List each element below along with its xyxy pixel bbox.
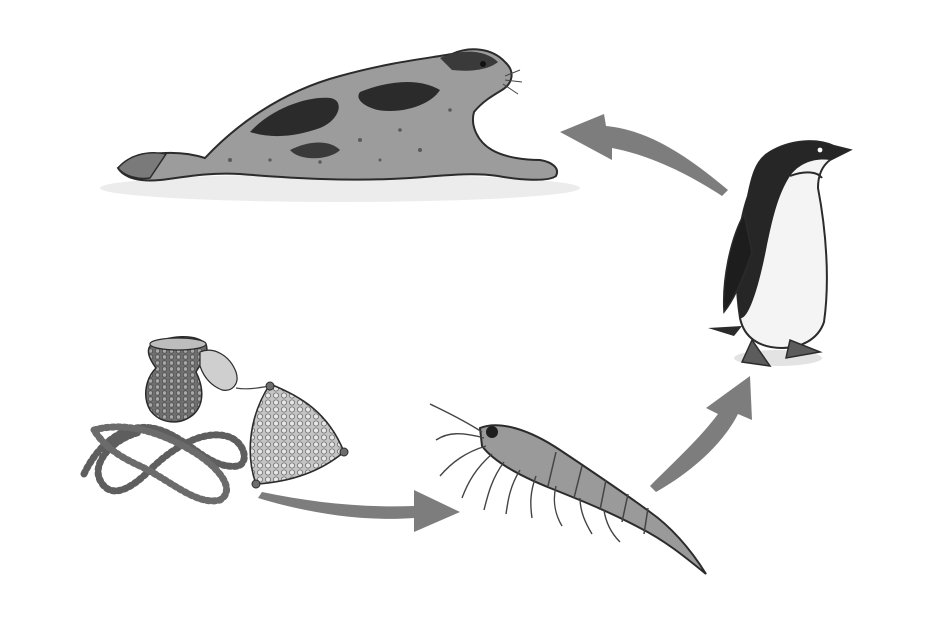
arrow-phytoplankton-to-krill: [258, 490, 460, 532]
arrow-penguin-to-seal: [560, 114, 728, 196]
krill-icon: [430, 404, 706, 574]
arrow-krill-to-penguin: [650, 376, 752, 492]
diatom-chain: [84, 427, 244, 501]
cup-cell: [146, 337, 270, 422]
seal-icon: [100, 49, 580, 202]
triangle-cell: [250, 382, 348, 488]
phytoplankton-icon: [84, 337, 348, 501]
penguin-icon: [708, 141, 850, 366]
